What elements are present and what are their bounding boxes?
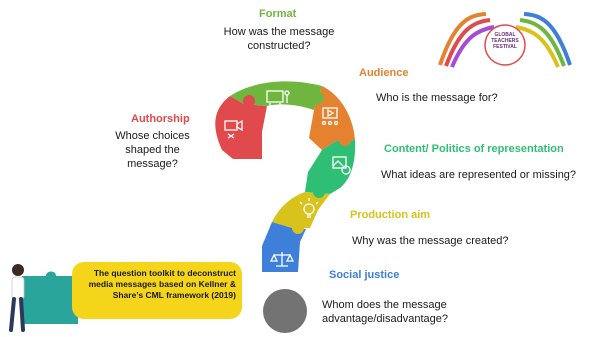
social-justice-segment bbox=[262, 222, 306, 272]
production-segment bbox=[272, 192, 330, 228]
puzzle-knob bbox=[312, 92, 324, 104]
logo-line3: FESTIVAL bbox=[493, 44, 517, 50]
toolkit-callout: The question toolkit to deconstruct medi… bbox=[72, 262, 242, 319]
production-title: Production aim bbox=[350, 209, 431, 221]
puzzle-knob bbox=[243, 95, 255, 107]
content-segment bbox=[305, 140, 356, 194]
puzzle-knob bbox=[339, 134, 351, 146]
authorship-segment bbox=[215, 96, 267, 159]
justice-scale-icon bbox=[269, 252, 295, 267]
production-question: Why was the message created? bbox=[352, 235, 509, 247]
film-audience-icon bbox=[321, 107, 339, 126]
content-question: What ideas are represented or missing? bbox=[381, 169, 577, 181]
social-justice-title: Social justice bbox=[329, 269, 400, 281]
format-question: How was the message constructed? bbox=[223, 26, 335, 52]
puzzle-person-icon bbox=[9, 264, 83, 332]
format-title: Format bbox=[259, 8, 297, 20]
gallery-image-icon bbox=[332, 156, 351, 175]
content-title: Content/ Politics of representation bbox=[384, 143, 564, 155]
lightbulb-gear-icon bbox=[299, 198, 319, 218]
festival-logo-text: GLOBAL TEACHERS FESTIVAL bbox=[433, 12, 575, 70]
festival-logo bbox=[433, 12, 575, 70]
video-camera-icon bbox=[224, 119, 243, 139]
logo-line1: GLOBAL bbox=[494, 32, 516, 38]
logo-line2: TEACHERS bbox=[491, 38, 519, 44]
social-justice-question: Whom does the message advantage/disadvan… bbox=[322, 299, 448, 325]
puzzle-knob bbox=[313, 186, 325, 198]
puzzle-knob bbox=[292, 222, 304, 234]
audience-question: Who is the message for? bbox=[376, 92, 498, 104]
authorship-question: Whose choices shaped the message? bbox=[115, 130, 190, 170]
authorship-title: Authorship bbox=[131, 113, 190, 125]
audience-title: Audience bbox=[359, 67, 409, 79]
map-presenter-icon bbox=[266, 90, 290, 106]
question-dot bbox=[263, 289, 307, 333]
